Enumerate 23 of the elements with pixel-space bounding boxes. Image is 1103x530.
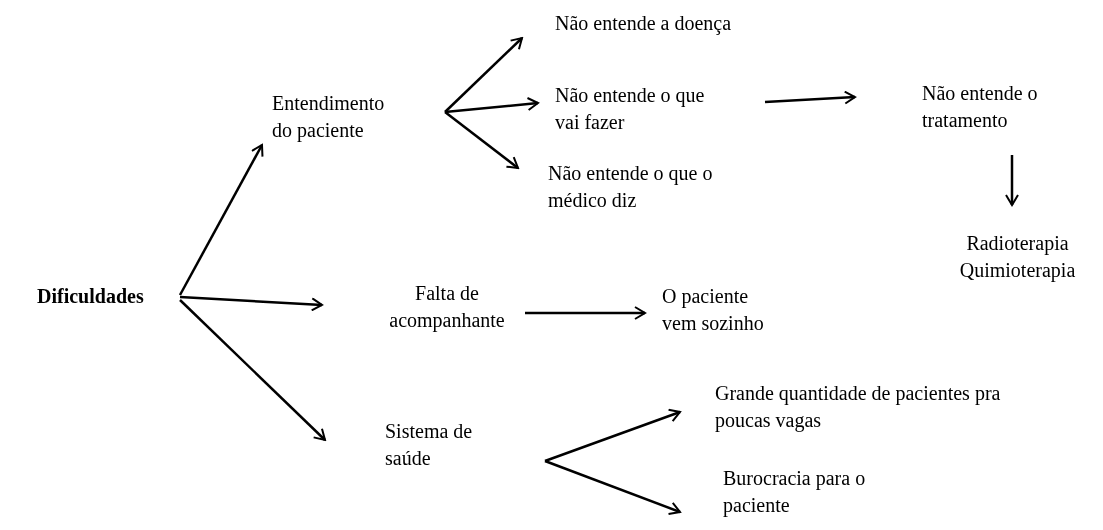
arrow [525,306,646,320]
arrow [764,90,856,105]
arrow [179,295,323,312]
node-label: Radioterapia Quimioterapia [958,231,1077,284]
node-label: Não entende o que vai fazer [555,83,706,135]
arrow [1005,155,1019,206]
node-label: Grande quantidade de pacientes pra poucas vagas [715,381,1002,434]
node-label: Entendimento do paciente [272,91,386,144]
node-label: Sistema de saúde [385,419,474,471]
node-label: Burocracia para o paciente [723,466,867,519]
arrow [444,97,539,114]
arrow [544,408,681,463]
arrow [544,459,681,516]
node-label: O paciente vem sozinho [662,284,765,336]
node-label: Não entende a doença [555,11,732,37]
arrow [179,299,326,441]
arrow [444,111,519,169]
node-label: Dificuldades [37,284,145,309]
arrow [444,37,523,113]
node-label: Não entende o que o médico diz [548,161,714,213]
node-label: Não entende o tratamento [922,81,1039,133]
node-label: Falta de acompanhante [388,281,506,334]
arrow [178,144,264,296]
